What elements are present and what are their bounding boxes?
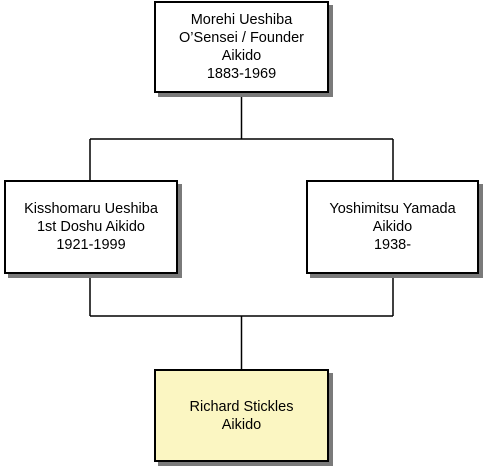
node-kisshomaru-ueshiba: Kisshomaru Ueshiba 1st Doshu Aikido 1921… [4, 180, 178, 274]
node-title: O’Sensei / Founder [179, 30, 304, 46]
node-name: Richard Stickles [189, 398, 294, 415]
node-years: 1883-1969 [206, 66, 277, 82]
node-name: Morehi Ueshiba [190, 12, 293, 28]
node-morehi-ueshiba: Morehi Ueshiba O’Sensei / Founder Aikido… [154, 1, 329, 93]
node-art: Aikido [221, 48, 262, 64]
node-name: Yoshimitsu Yamada [329, 201, 456, 217]
node-years: 1921-1999 [56, 237, 126, 253]
node-yoshimitsu-yamada: Yoshimitsu Yamada Aikido 1938- [306, 180, 479, 274]
node-title: 1st Doshu Aikido [36, 219, 145, 235]
node-art: Aikido [221, 416, 262, 433]
node-name: Kisshomaru Ueshiba [24, 201, 158, 217]
node-years: 1938- [373, 237, 412, 253]
node-art: Aikido [372, 219, 413, 235]
node-richard-stickles: Richard Stickles Aikido [154, 369, 329, 462]
